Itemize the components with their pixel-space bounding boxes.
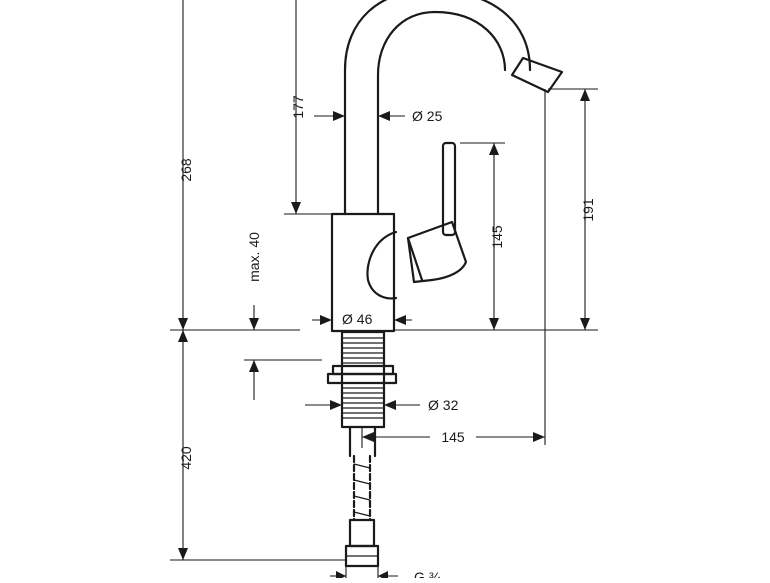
supply-hose (344, 426, 380, 568)
fixing-nut (326, 372, 398, 385)
dimension-spout-diameter: Ø 25 (314, 108, 443, 124)
shank-threads (342, 337, 384, 419)
dimension-label-268: 268 (178, 158, 194, 182)
dimension-lever-height: 145 (460, 142, 505, 330)
dimension-max-deck: max. 40 (244, 232, 322, 400)
dimension-body-diameter: Ø 46 (312, 311, 412, 327)
threaded-shank (326, 330, 398, 429)
dimension-shank-diameter: Ø 32 (305, 397, 459, 413)
dimension-hose-length: 420 (170, 330, 346, 561)
dimension-total-height: 268 (170, 0, 300, 331)
dimension-outlet-height: 191 (394, 88, 598, 331)
dimension-label-max-40: max. 40 (246, 232, 262, 282)
dimension-label-projection-145: 145 (441, 429, 465, 445)
dimension-label-diameter-46: Ø 46 (342, 311, 373, 327)
dimension-label-420: 420 (178, 446, 194, 470)
dimension-projection: 145 (361, 89, 546, 448)
dimension-label-177: 177 (290, 95, 306, 119)
dimension-label-connection: G ¾ (414, 569, 441, 578)
dimension-label-lever-145: 145 (489, 225, 505, 249)
dimension-label-191: 191 (580, 198, 596, 222)
dimension-label-diameter-25: Ø 25 (412, 108, 443, 124)
faucet-spout (343, 0, 564, 216)
dimension-label-diameter-32: Ø 32 (428, 397, 459, 413)
dimension-spout-height: 177 (284, 0, 332, 215)
dimension-connection: G ¾ (330, 566, 441, 583)
faucet-lever (406, 141, 468, 284)
